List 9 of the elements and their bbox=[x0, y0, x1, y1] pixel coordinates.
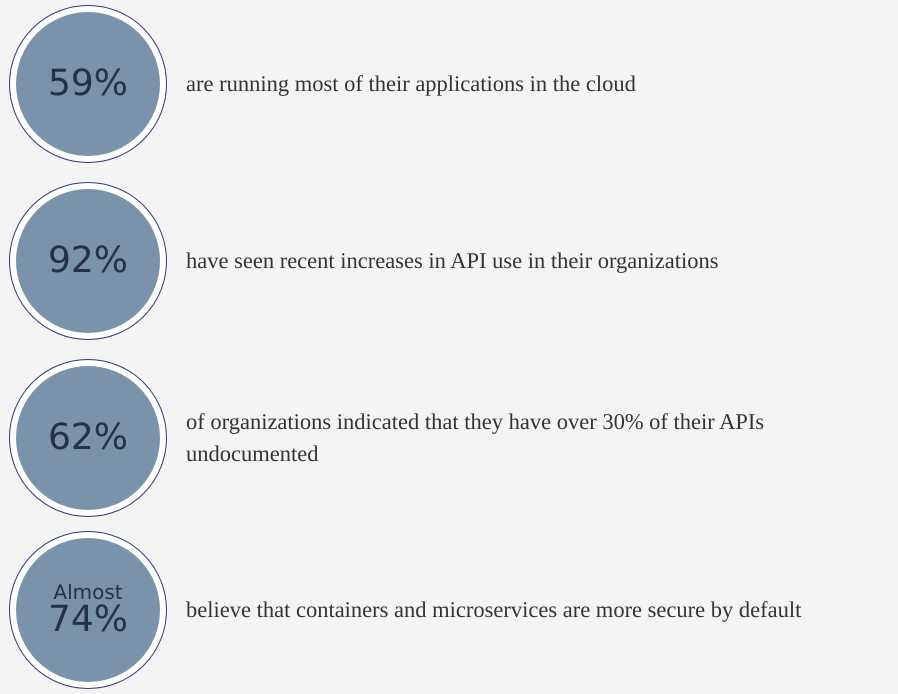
percentage: 59% bbox=[48, 66, 128, 102]
stat-description: are running most of their applications in the cloud bbox=[186, 70, 637, 98]
percentage: 74% bbox=[48, 602, 128, 638]
percentage: 92% bbox=[48, 243, 128, 279]
stat-description: of organizations indicated that they have over 30% of their APIs undocumented bbox=[186, 408, 766, 468]
stat-description: believe that containers and microservices are more secure by default bbox=[186, 596, 802, 624]
percentage: 62% bbox=[48, 420, 128, 456]
stat-description: have seen recent increases in API use in their organizations bbox=[186, 246, 720, 275]
qualifier: Almost bbox=[53, 582, 123, 602]
